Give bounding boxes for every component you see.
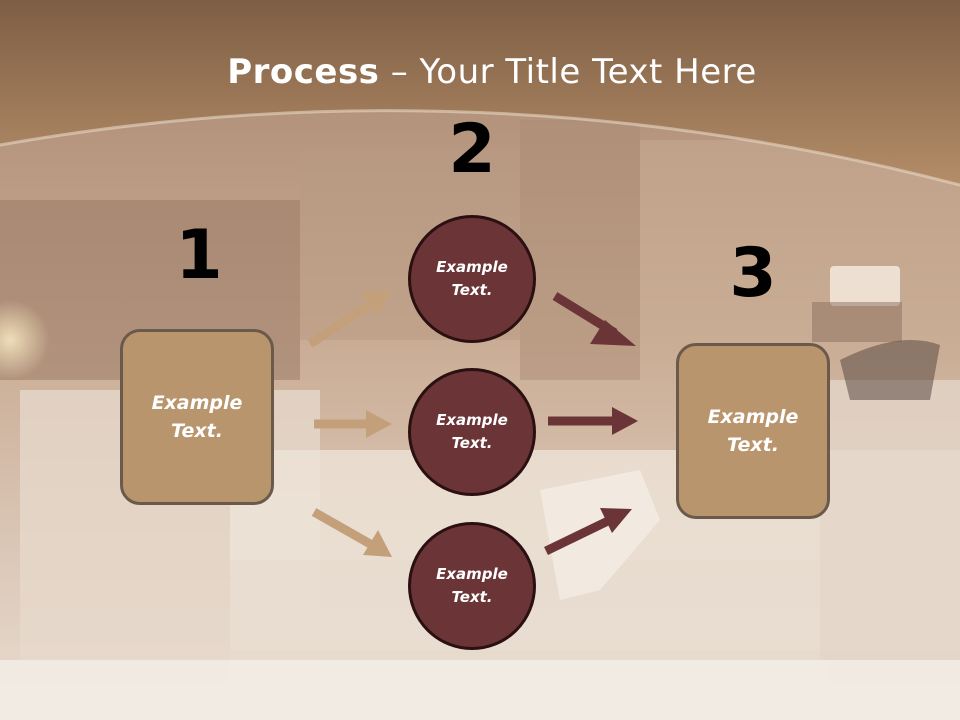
step-number-2: 2 [448,110,496,189]
arrow-left-to-bottom [311,508,392,557]
box-left-text-line2: Text. [171,420,223,442]
circle-middle-line2: Text. [451,434,493,452]
box-right-text-line1: Example [707,405,799,428]
slide-title: Process – Your Title Text Here [0,52,960,92]
process-circle-bottom: Example Text. [408,522,536,650]
arrow-middle-to-right [548,407,638,435]
circle-top-line1: Example [436,257,508,276]
process-circle-top: Example Text. [408,215,536,343]
process-box-left: Example Text. [120,329,274,505]
arrow-left-to-middle [314,410,392,438]
title-rest: – Your Title Text Here [379,52,757,92]
circle-top-line2: Text. [451,281,493,299]
step-number-1: 1 [175,216,223,295]
box-left-text-line1: Example [151,391,243,414]
step-number-3: 3 [729,234,777,313]
process-box-right: Example Text. [676,343,830,519]
box-right-text-line2: Text. [727,434,779,456]
circle-middle-line1: Example [436,410,508,429]
process-circle-middle: Example Text. [408,368,536,496]
circle-bottom-line2: Text. [451,588,493,606]
circle-bottom-line1: Example [436,564,508,583]
arrow-left-to-top [307,290,392,348]
arrow-top-to-right [552,292,636,346]
arrow-bottom-to-right [544,508,632,556]
title-bold: Process [227,52,380,92]
